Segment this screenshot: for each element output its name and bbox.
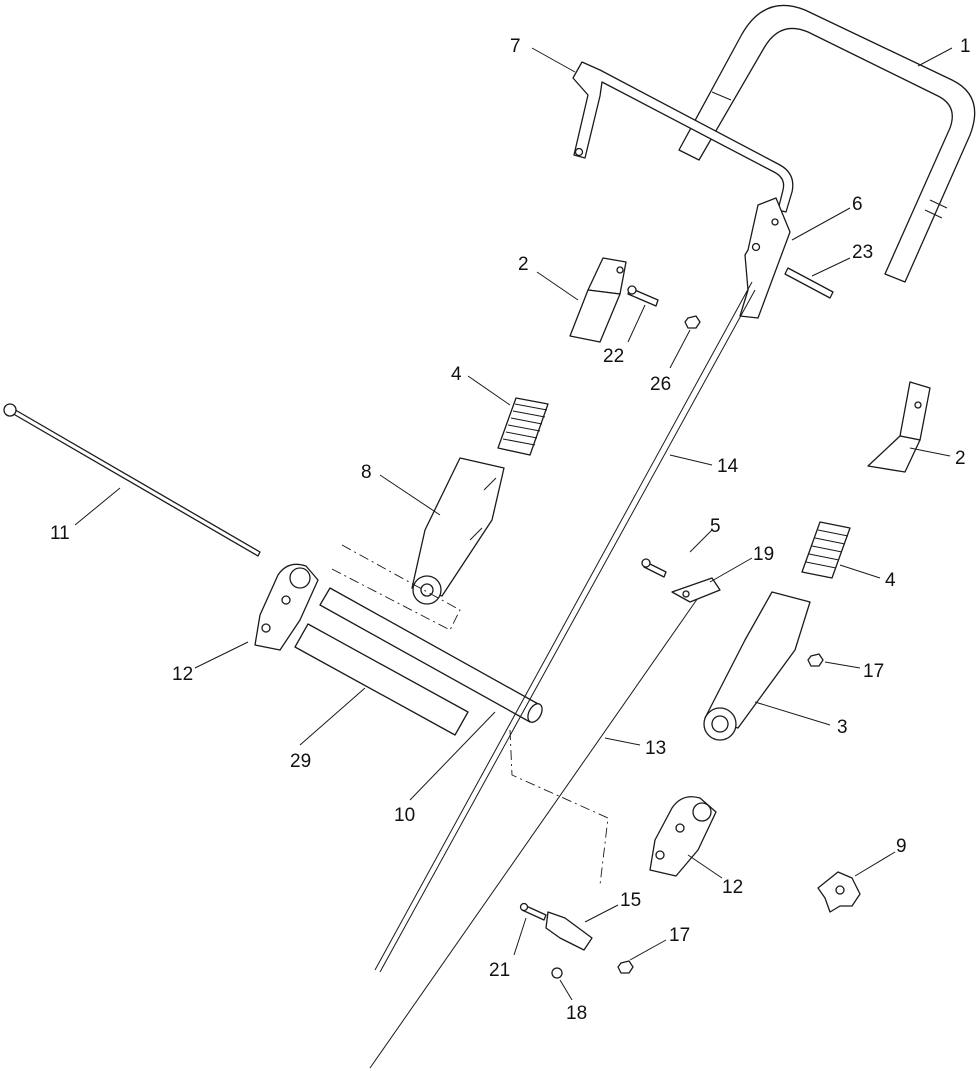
callout-10: 10 [394,805,415,826]
washer-18 [551,967,563,979]
hidden-outline-lower [509,729,609,886]
callout-22: 22 [603,346,624,367]
pivot-bracket-left [254,563,319,651]
callout-15: 15 [620,890,641,911]
lower-handle-arm-right [703,591,811,741]
nut-17-upper [807,653,824,667]
callout-13: 13 [645,738,666,759]
callout-26: 26 [650,374,671,395]
pivot-bracket-right [649,796,717,877]
cross-tube [319,587,543,723]
callout-12-right: 12 [722,877,743,898]
callout-14: 14 [717,456,739,477]
star-knob [817,871,861,913]
callout-11: 11 [50,523,70,544]
control-cables [369,281,756,1069]
bail-bracket [739,197,791,319]
spring-right [801,521,851,579]
lower-handle-arm-left [411,457,505,605]
tube-adapter-left [569,257,627,343]
callout-29: 29 [290,751,311,772]
rod-11 [3,403,261,557]
bail-control [572,61,794,213]
callout-12-left: 12 [172,664,193,685]
callout-3: 3 [837,717,848,738]
callout-4-left: 4 [451,364,462,385]
callout-21: 21 [489,960,510,981]
callout-23: 23 [852,242,873,263]
plate-29 [294,623,469,736]
callout-1: 1 [960,36,971,57]
callout-2-right: 2 [955,448,966,469]
bolt-5 [641,558,667,578]
screw-21 [519,902,547,921]
callout-9: 9 [896,836,907,857]
callout-8: 8 [361,462,372,483]
pin-23 [784,267,834,299]
callout-17-lower: 17 [669,925,690,946]
callout-2-left: 2 [518,254,529,275]
spring-left [497,397,549,456]
callout-18: 18 [566,1003,587,1024]
cable-bracket-19 [671,577,721,603]
hidden-outline-upper [329,544,461,631]
leader-lines [74,47,953,1001]
callout-19: 19 [753,544,774,565]
cable-fitting-15 [545,911,593,951]
callout-4-right: 4 [885,570,896,591]
nut-26 [684,315,701,329]
nut-17-lower [617,960,634,974]
callout-17-upper: 17 [863,661,884,682]
callout-5: 5 [710,516,721,537]
tube-adapter-right [867,381,931,473]
upper-handle [678,4,976,283]
callout-6: 6 [852,194,863,215]
bolt-22 [627,285,659,307]
callout-7: 7 [510,36,521,57]
